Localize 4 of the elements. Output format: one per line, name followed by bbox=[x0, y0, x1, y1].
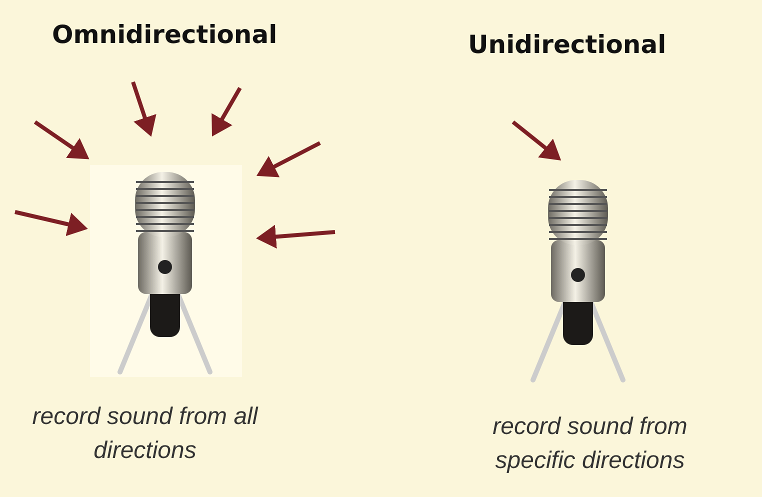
heading: Omnidirectional bbox=[52, 20, 278, 49]
caption: record sound from specific directions bbox=[492, 412, 688, 476]
caption: record sound from all directions bbox=[31, 402, 260, 466]
heading: Unidirectional bbox=[468, 30, 666, 59]
